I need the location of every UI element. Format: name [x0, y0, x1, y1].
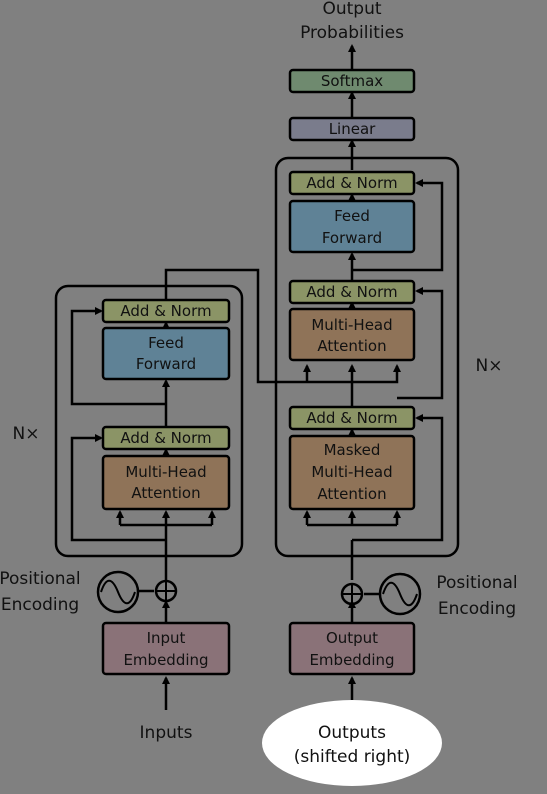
decoder-output-embedding: Output Embedding: [288, 621, 416, 676]
svg-text:Add & Norm: Add & Norm: [120, 302, 211, 320]
svg-text:Multi-Head: Multi-Head: [311, 316, 392, 334]
decoder-positional-label-2: Encoding: [438, 599, 516, 619]
svg-text:(shifted right): (shifted right): [294, 747, 411, 767]
encoder-feed-forward: Feed Forward: [101, 326, 231, 381]
svg-text:Forward: Forward: [322, 229, 382, 247]
softmax-block: Softmax: [288, 68, 416, 94]
encoder-input-embedding: Input Embedding: [101, 621, 231, 676]
svg-text:Add & Norm: Add & Norm: [120, 429, 211, 447]
decoder-add-norm-top: Add & Norm: [288, 170, 416, 196]
decoder-add-icon: [340, 582, 364, 606]
decoder-positional-encoding-icon: [378, 572, 422, 616]
decoder-outputs-input: Outputs (shifted right): [262, 700, 442, 786]
encoder-inputs-label: Inputs: [140, 723, 193, 743]
svg-text:Add & Norm: Add & Norm: [306, 174, 397, 192]
encoder-connections: [70, 268, 356, 710]
svg-text:Forward: Forward: [136, 355, 196, 373]
output-probabilities-label-1: Output: [322, 0, 381, 19]
svg-text:Attention: Attention: [317, 485, 386, 503]
svg-text:Outputs: Outputs: [318, 723, 386, 743]
svg-text:Embedding: Embedding: [309, 651, 394, 669]
svg-text:Attention: Attention: [131, 484, 200, 502]
svg-text:Output: Output: [326, 629, 378, 647]
decoder-add-norm-bottom: Add & Norm: [288, 405, 416, 431]
svg-text:Embedding: Embedding: [123, 651, 208, 669]
decoder-masked-multi-head-attention: Masked Multi-Head Attention: [288, 434, 416, 511]
decoder-positional-label-1: Positional: [436, 573, 517, 593]
svg-text:Multi-Head: Multi-Head: [311, 463, 392, 481]
encoder-positional-encoding-icon: [96, 570, 140, 614]
svg-text:Linear: Linear: [329, 120, 376, 138]
encoder-add-norm-top: Add & Norm: [101, 298, 231, 324]
svg-text:Masked: Masked: [324, 441, 381, 459]
linear-block: Linear: [288, 116, 416, 142]
decoder-feed-forward: Feed Forward: [288, 199, 416, 254]
output-probabilities-label-2: Probabilities: [300, 23, 404, 43]
encoder-add-norm-bottom: Add & Norm: [101, 425, 231, 451]
svg-text:Input: Input: [147, 629, 186, 647]
encoder-add-icon: [154, 579, 178, 603]
encoder-multi-head-attention: Multi-Head Attention: [101, 454, 231, 511]
encoder-positional-label-1: Positional: [0, 569, 81, 589]
svg-text:Softmax: Softmax: [321, 72, 383, 90]
decoder-nx-label: N×: [476, 356, 503, 376]
svg-text:Add & Norm: Add & Norm: [306, 283, 397, 301]
decoder-multi-head-attention: Multi-Head Attention: [288, 307, 416, 362]
encoder-stack-frame: [54, 284, 244, 558]
decoder-add-norm-middle: Add & Norm: [288, 279, 416, 305]
encoder-positional-label-2: Encoding: [1, 595, 79, 615]
decoder-stack-frame: [274, 156, 460, 558]
encoder-nx-label: N×: [13, 424, 40, 444]
svg-text:Multi-Head: Multi-Head: [125, 463, 206, 481]
svg-text:Feed: Feed: [334, 207, 370, 225]
svg-text:Attention: Attention: [317, 337, 386, 355]
decoder-connections: [303, 44, 444, 712]
svg-text:Feed: Feed: [148, 334, 184, 352]
svg-text:Add & Norm: Add & Norm: [306, 409, 397, 427]
